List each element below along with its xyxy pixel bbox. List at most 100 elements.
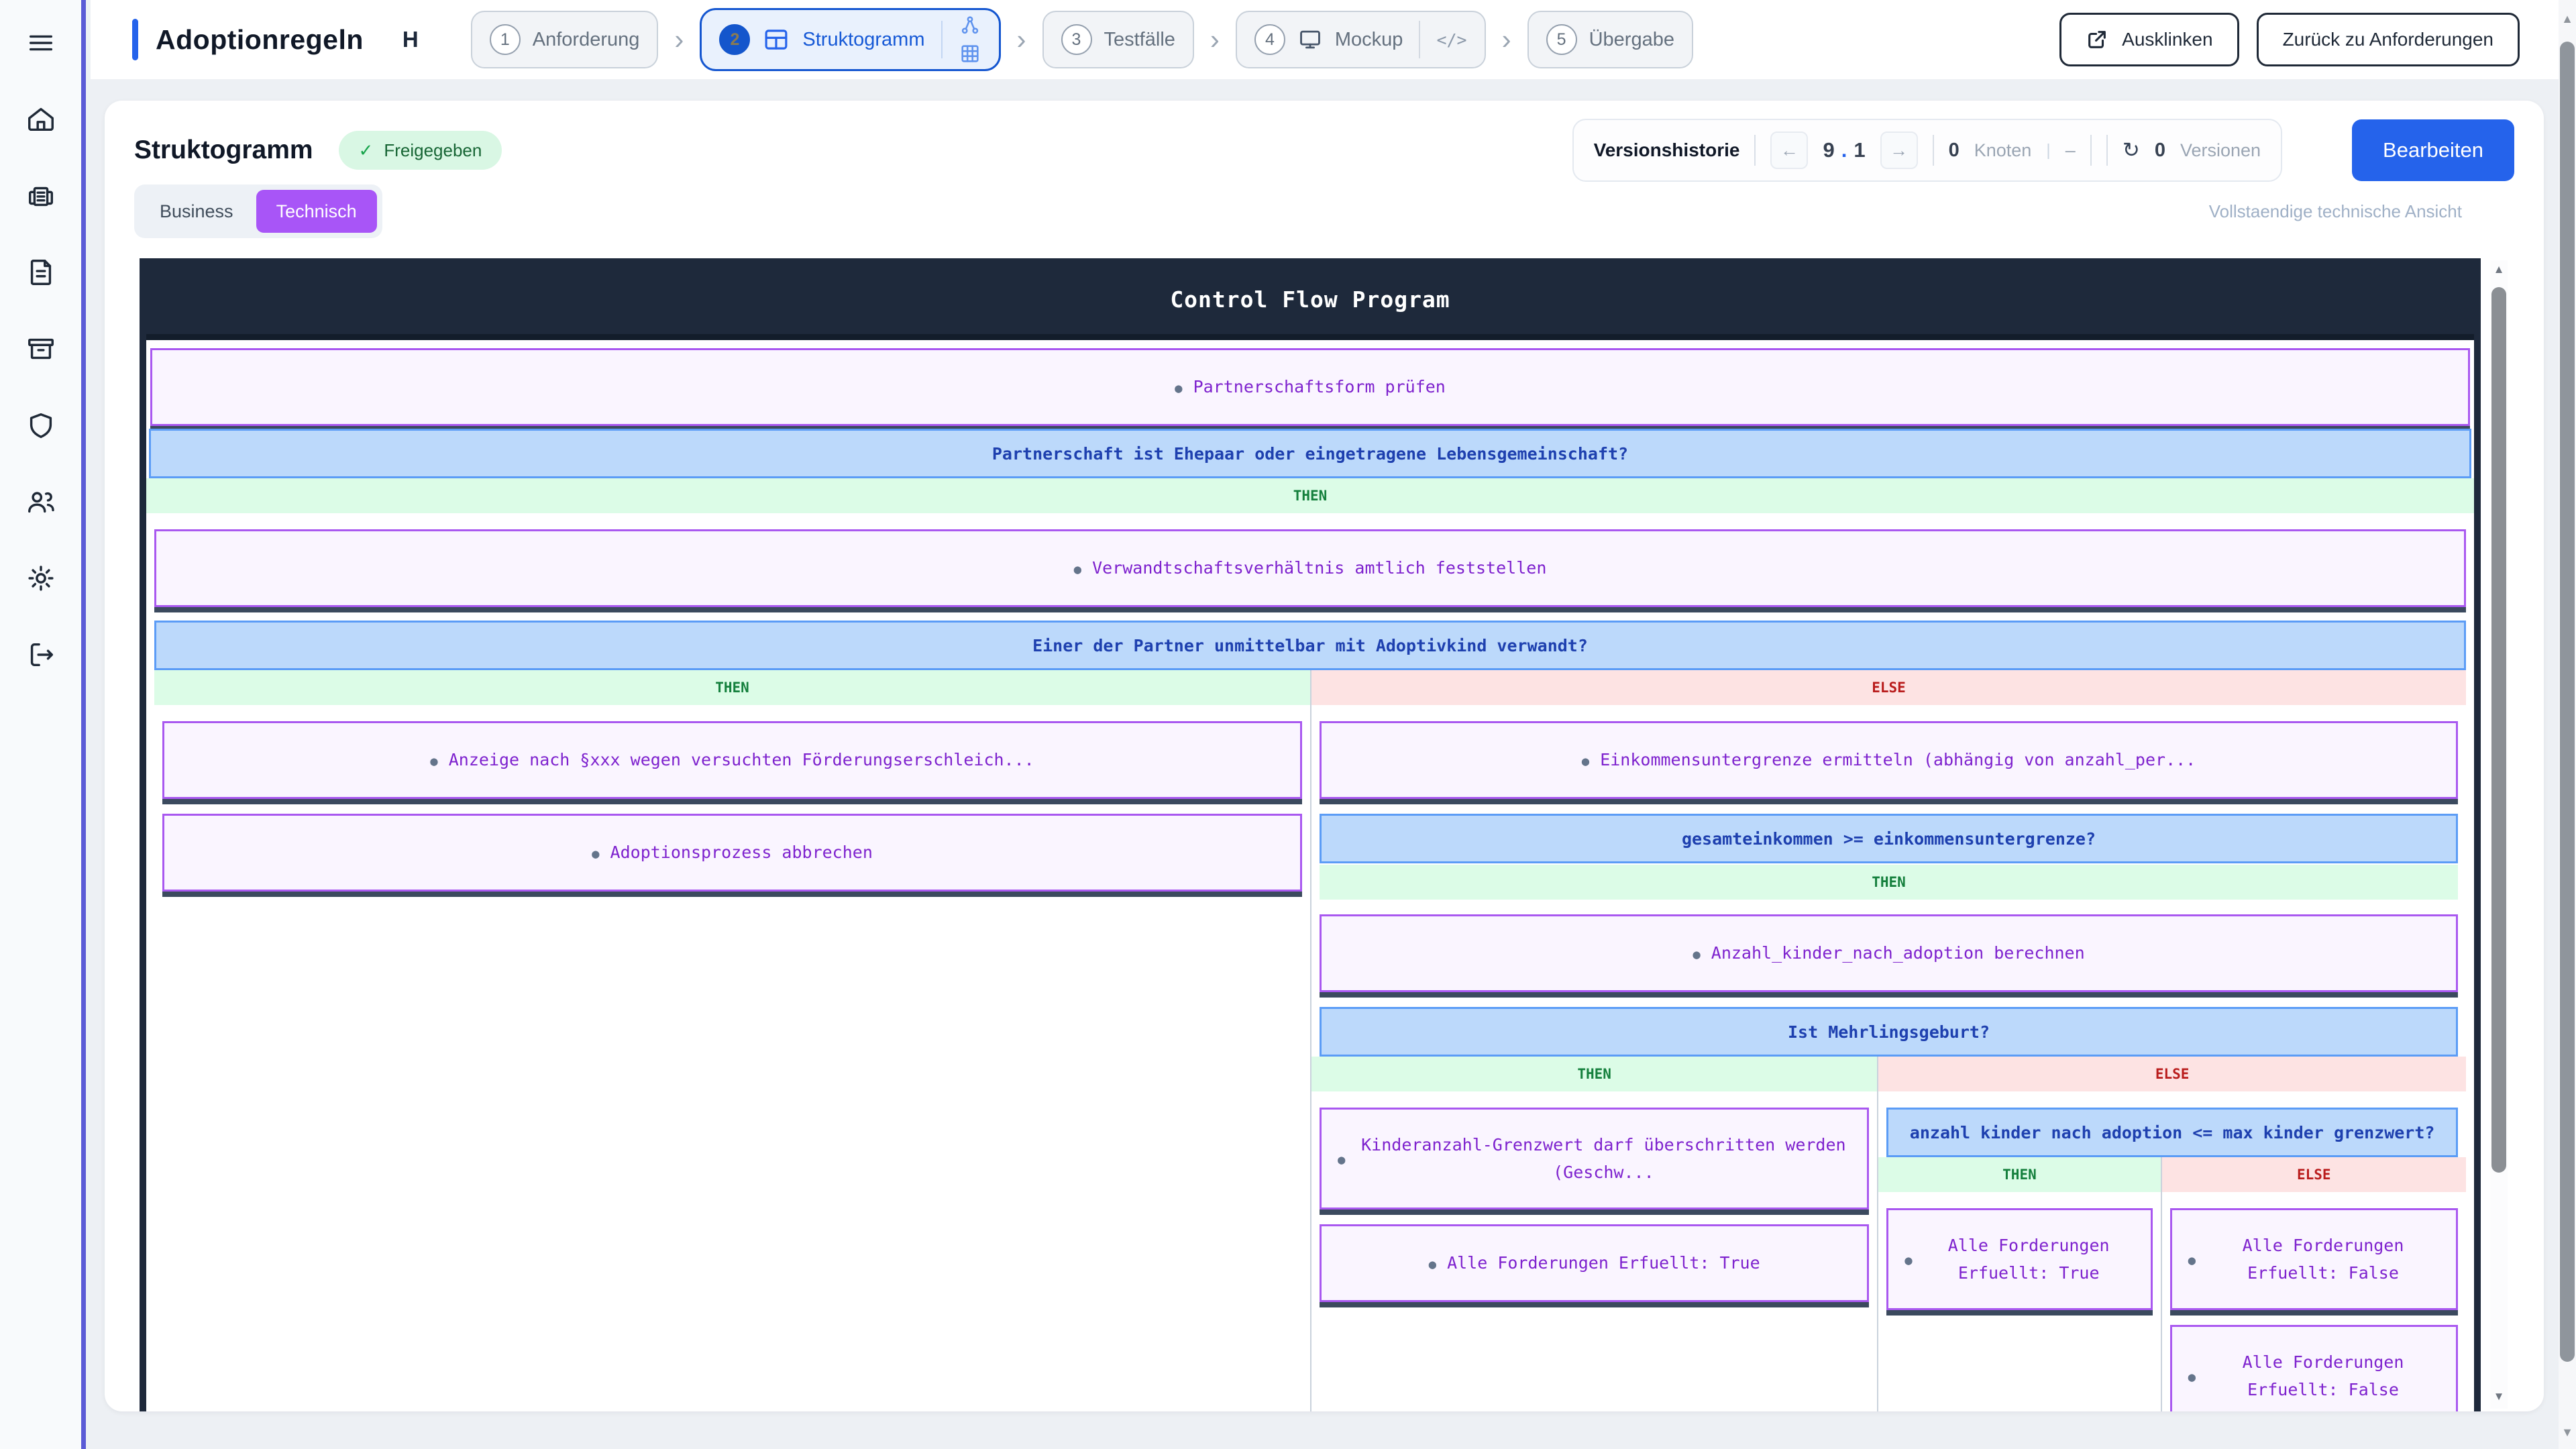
bullet-icon (592, 839, 610, 866)
refresh-icon[interactable]: ↻ (2122, 138, 2140, 162)
business-technisch-toggle: Business Technisch (134, 184, 382, 238)
version-dot: . (1841, 138, 1847, 162)
zurueck-label: Zurück zu Anforderungen (2282, 29, 2493, 50)
step-label: Übergabe (1589, 28, 1674, 50)
chevron-right-icon: › (1016, 23, 1026, 55)
top-header-bar: Adoptionregeln H 1 Anforderung › 2 Struk… (91, 0, 2576, 79)
sidebar (0, 0, 86, 1449)
archive-box-icon[interactable] (25, 333, 57, 365)
action-node: Verwandtschaftsverhältnis amtlich festst… (154, 529, 2466, 607)
external-link-icon (2088, 31, 2106, 48)
condition-node: anzahl kinder nach adoption <= max kinde… (1886, 1108, 2458, 1157)
diagram-title: Control Flow Program (146, 265, 2474, 340)
page-scrollbar-thumb[interactable] (2560, 42, 2575, 1362)
column-body: anzahl kinder nach adoption <= max kinde… (1878, 1091, 2466, 1411)
step-mockup[interactable]: 4 Mockup </> (1235, 11, 1486, 68)
action-text: Kinderanzahl-Grenzwert darf überschritte… (1361, 1134, 1846, 1182)
users-icon[interactable] (25, 486, 57, 518)
view-hint-label: Vollstaendige technische Ansicht (2208, 201, 2462, 221)
then-band: THEN (1878, 1157, 2161, 1192)
step-struktogramm[interactable]: 2 Struktogramm (700, 8, 1001, 71)
action-text: Anzeige nach §xxx wegen versuchten Förde… (448, 750, 1034, 770)
code-icon[interactable]: </> (1436, 30, 1467, 50)
branch-split: THEN Kinderanzahl-Grenzwert darf übersch… (1311, 1057, 2466, 1411)
action-text: Einkommensuntergrenze ermitteln (abhängi… (1600, 750, 2196, 770)
node-count-label: Knoten (1974, 140, 2032, 160)
bullet-icon (1582, 746, 1600, 773)
action-text: Partnerschaftsform prüfen (1193, 377, 1446, 397)
divider (1932, 135, 1934, 166)
action-text: Alle Forderungen Erfuellt: True (1947, 1235, 2110, 1283)
else-band: ELSE (1311, 670, 2466, 705)
step-anforderung[interactable]: 1 Anforderung (470, 11, 659, 68)
shield-icon[interactable] (25, 409, 57, 441)
then-branch: Verwandtschaftsverhältnis amtlich festst… (146, 513, 2474, 1411)
version-history-label: Versionshistorie (1593, 140, 1740, 160)
step-label: Mockup (1334, 28, 1403, 50)
toolbar-row: Struktogramm ✓ Freigegeben Versionshisto… (134, 115, 2514, 185)
settings-gear-icon[interactable] (25, 562, 57, 594)
bullet-icon (1904, 1245, 1923, 1273)
page-title: Adoptionregeln (156, 23, 364, 55)
toggle-technisch[interactable]: Technisch (256, 190, 377, 233)
tree-structure-icon[interactable] (959, 14, 981, 37)
journal-icon[interactable] (25, 180, 57, 212)
logout-icon[interactable] (25, 639, 57, 671)
document-icon[interactable] (25, 256, 57, 288)
bearbeiten-button[interactable]: Bearbeiten (2352, 119, 2514, 181)
bullet-icon (1338, 1144, 1356, 1172)
scroll-up-icon[interactable]: ▲ (2561, 12, 2573, 25)
action-text: Alle Forderungen Erfuellt: False (2242, 1352, 2404, 1399)
grid-table-icon[interactable] (959, 42, 981, 65)
action-text: Anzahl_kinder_nach_adoption berechnen (1711, 943, 2085, 963)
diagram-scrollbar: ▲ ▼ (2490, 260, 2508, 1409)
action-node: Kinderanzahl-Grenzwert darf überschritte… (1320, 1108, 1870, 1210)
else-band: ELSE (1878, 1057, 2466, 1091)
divider (2106, 135, 2108, 166)
branch-split: THEN Anzeige nach §xxx wegen versuchten … (154, 670, 2466, 1411)
bullet-icon (1074, 554, 1092, 582)
then-column: THEN Anzeige nach §xxx wegen versuchten … (154, 670, 1310, 1411)
check-icon: ✓ (358, 140, 374, 160)
condition-node: Einer der Partner unmittelbar mit Adopti… (154, 621, 2466, 670)
toggle-business[interactable]: Business (160, 201, 233, 221)
diagram-scrollbar-thumb[interactable] (2491, 287, 2506, 1173)
step-number: 5 (1546, 24, 1577, 55)
action-text: Verwandtschaftsverhältnis amtlich festst… (1092, 558, 1547, 578)
struktogramm-diagram: Control Flow Program Partnerschaftsform … (140, 258, 2481, 1411)
status-badge: ✓ Freigegeben (338, 131, 502, 170)
version-next-button[interactable]: → (1880, 131, 1918, 169)
step-label: Testfälle (1104, 28, 1175, 50)
version-count: 0 (2154, 139, 2165, 161)
then-band: THEN (154, 670, 1310, 705)
table-layout-icon (765, 30, 788, 50)
version-history-panel: Versionshistorie ← 9.1 → 0 Knoten | – ↻ … (1572, 119, 2283, 182)
workflow-stepper: 1 Anforderung › 2 Struktogramm › 3 Tes (470, 8, 1693, 71)
section-heading: Struktogramm (134, 136, 313, 164)
then-column: THEN Alle Forderungen Erfuellt: True (1878, 1157, 2161, 1411)
step-testfaelle[interactable]: 3 Testfälle (1042, 11, 1194, 68)
scroll-down-icon[interactable]: ▼ (2493, 1390, 2505, 1403)
page-scrollbar: ▲ ▼ (2559, 0, 2576, 1449)
step-uebergabe[interactable]: 5 Übergabe (1527, 11, 1693, 68)
home-icon[interactable] (25, 103, 57, 136)
ausklinken-label: Ausklinken (2122, 29, 2213, 50)
column-body: Alle Forderungen Erfuellt: True (1878, 1192, 2160, 1411)
bullet-icon (1175, 373, 1193, 400)
column-body: Einkommensuntergrenze ermitteln (abhängi… (1311, 705, 2466, 1411)
action-node: Einkommensuntergrenze ermitteln (abhängi… (1320, 721, 2458, 799)
bullet-icon (2188, 1362, 2206, 1389)
chevron-right-icon: › (1501, 23, 1511, 55)
ausklinken-button[interactable]: Ausklinken (2059, 13, 2239, 66)
version-prev-button[interactable]: ← (1770, 131, 1809, 169)
bullet-icon (2188, 1245, 2206, 1273)
version-count-label: Versionen (2180, 140, 2261, 160)
chevron-right-icon: › (1210, 23, 1220, 55)
scroll-up-icon[interactable]: ▲ (2493, 263, 2505, 276)
scroll-down-icon[interactable]: ▼ (2561, 1426, 2573, 1439)
zurueck-zu-anforderungen-button[interactable]: Zurück zu Anforderungen (2256, 13, 2520, 66)
menu-icon[interactable] (25, 27, 57, 59)
action-node: Alle Forderungen Erfuellt: True (1886, 1208, 2153, 1310)
bullet-icon (1429, 1249, 1447, 1277)
action-node: Alle Forderungen Erfuellt: True (1320, 1224, 1870, 1302)
